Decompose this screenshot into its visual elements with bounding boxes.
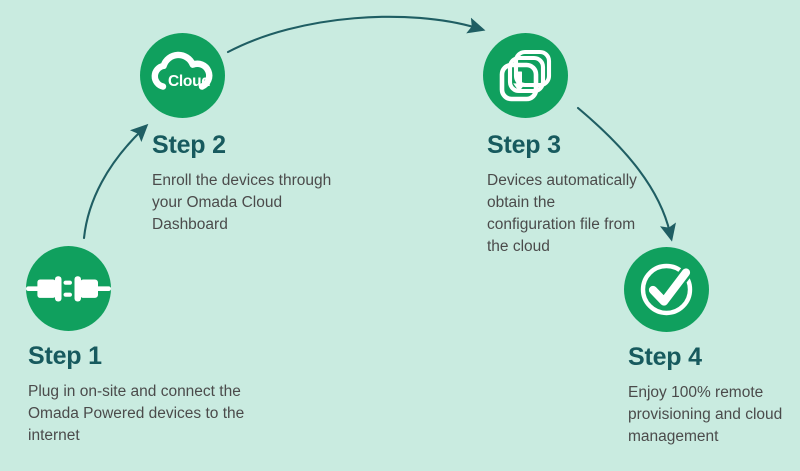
step-2-description: Enroll the devices through your Omada Cl…	[152, 171, 332, 233]
download-stack-icon	[499, 49, 552, 102]
step-card-2: Cloud Step 2 Enroll the devices through …	[140, 33, 352, 236]
step-card-3: Step 3 Devices automatically obtain the …	[483, 33, 637, 258]
step-4-title: Step 4	[628, 343, 702, 371]
step-1-title: Step 1	[28, 342, 102, 370]
step-4-badge	[624, 247, 709, 332]
step-1-badge	[26, 246, 111, 331]
check-circle-icon	[640, 263, 693, 316]
step-2-title: Step 2	[152, 131, 226, 159]
step-card-1: Step 1 Plug in on-site and connect the O…	[26, 246, 248, 447]
step-4-description: Enjoy 100% remote provisioning and cloud…	[628, 383, 783, 445]
step-1-description: Plug in on-site and connect the Omada Po…	[28, 382, 245, 444]
arrow-step1-step2	[82, 123, 149, 240]
cloud-icon-label: Cloud	[168, 73, 211, 90]
plug-connector-icon	[26, 276, 111, 302]
step-3-title: Step 3	[487, 131, 561, 159]
step-3-description: Devices automatically obtain the configu…	[487, 171, 637, 255]
step-2-badge: Cloud	[140, 33, 225, 118]
step-3-badge	[483, 33, 568, 118]
step-card-4: Step 4 Enjoy 100% remote provisioning an…	[624, 247, 798, 448]
cloud-icon	[151, 51, 213, 90]
